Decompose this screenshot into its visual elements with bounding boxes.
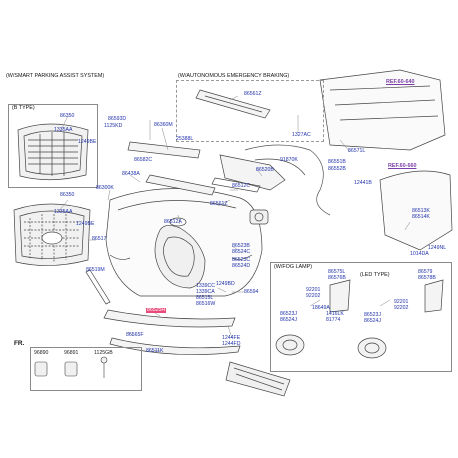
aeb-title: (W/AUTONOMOUS EMERGENCY BRAKING) <box>178 73 290 79</box>
fog-lamp-title: (W/FOG LAMP) <box>274 264 313 270</box>
part-86524j-label-2[interactable]: 86524J <box>364 318 382 324</box>
part-86519m-label[interactable]: 86519M <box>86 267 105 273</box>
legend-code-96891: 96891 <box>64 350 79 356</box>
legend-code-96890: 96890 <box>34 350 49 356</box>
part-1249be-label-2[interactable]: 1249BE <box>76 221 95 227</box>
grille-b-type-illustration <box>17 123 89 181</box>
part-92202-label[interactable]: 92202 <box>306 293 321 299</box>
fog-lamp-frame <box>270 262 452 372</box>
part-92201-label[interactable]: 92201 <box>306 287 321 293</box>
part-86517-label[interactable]: 86517 <box>92 236 107 242</box>
legend-table-frame <box>30 347 142 391</box>
part-86300k-label[interactable]: 86300K <box>96 185 114 191</box>
part-86551b-label[interactable]: 86551B <box>328 159 346 165</box>
part-18649a-label[interactable]: 18649A <box>312 305 330 311</box>
fog-lamp-illustration <box>275 279 351 356</box>
part-1244fe-label[interactable]: 1244FE <box>222 335 241 341</box>
b-type-frame <box>8 104 98 188</box>
part-86561z-label[interactable]: 86561Z <box>244 91 262 97</box>
part-86594-label[interactable]: 86594 <box>244 289 259 295</box>
parking-sensor-illustration <box>249 209 269 225</box>
part-86516w-label[interactable]: 86516W <box>196 301 216 307</box>
direction-label: FR. <box>14 340 25 347</box>
part-86515l-label[interactable]: 86515L <box>196 295 214 301</box>
part-86523j-label[interactable]: 86523J <box>280 311 298 317</box>
part-86523b-label[interactable]: 86523B <box>232 243 250 249</box>
part-1339cc-label[interactable]: 1339CC <box>196 283 216 289</box>
part-91870k-label[interactable]: 91870K <box>280 157 298 163</box>
part-86523j-label-2[interactable]: 86523J <box>364 312 382 318</box>
part-1249nl-label[interactable]: 1249NL <box>428 245 447 251</box>
part-86578b-label[interactable]: 86578B <box>418 275 436 281</box>
part-1339ca-label[interactable]: 1339CA <box>196 289 215 295</box>
smart-parking-title: (W/SMART PARKING ASSIST SYSTEM) <box>6 73 105 79</box>
part-86523c-label[interactable]: 86523C <box>232 257 251 263</box>
front-bumper-illustration <box>105 188 263 297</box>
lower-grille-illustration <box>225 361 291 397</box>
part-1249bd-label[interactable]: 1249BD <box>216 281 235 287</box>
part-86350-label-2[interactable]: 86350 <box>60 192 75 198</box>
aeb-frame <box>176 80 324 142</box>
part-86350-label[interactable]: 86350 <box>60 113 75 119</box>
legend-parts-illustration <box>34 356 108 378</box>
part-86576b-label[interactable]: 86576B <box>328 275 346 281</box>
part-1249be-label[interactable]: 1249BE <box>78 139 97 145</box>
part-1327ac-label[interactable]: 1327AC <box>292 132 311 138</box>
part-86360m-label[interactable]: 86360M <box>154 122 173 128</box>
part-81774-label[interactable]: 81774 <box>326 317 341 323</box>
part-1125kd-label[interactable]: 1125KD <box>104 123 123 129</box>
part-1416lk-label[interactable]: 1416LK <box>326 311 344 317</box>
part-86524c-label[interactable]: 86524C <box>232 249 251 255</box>
part-86514k-label[interactable]: 86514K <box>412 214 430 220</box>
ref-60-640-link[interactable]: REF.60-640 <box>386 79 415 85</box>
part-86579-label[interactable]: 86579 <box>418 269 433 275</box>
part-86512c-label[interactable]: 86512C <box>232 183 251 189</box>
part-86511k-label[interactable]: 86511K <box>146 348 164 354</box>
part-86571l-label[interactable]: 86571L <box>348 148 366 154</box>
part-1244fd-label[interactable]: 1244FD <box>222 341 241 347</box>
upper-bracket-illustration <box>127 141 286 196</box>
vehicle-body-illustration <box>319 69 453 251</box>
part-86520b-label[interactable]: 86520B <box>256 167 274 173</box>
grille-illustration <box>13 203 91 266</box>
part-86565f-label[interactable]: 86565F <box>126 332 144 338</box>
part-12441b-label[interactable]: 12441B <box>354 180 372 186</box>
part-92201-label-2[interactable]: 92201 <box>394 299 409 305</box>
part-1335aa-label[interactable]: 1335AA <box>54 127 73 133</box>
part-86438a-label[interactable]: 86438A <box>122 171 140 177</box>
part-92202-label-2[interactable]: 92202 <box>394 305 409 311</box>
wiring-harness-illustration <box>244 144 331 216</box>
part-86575l-label[interactable]: 86575L <box>328 269 346 275</box>
part-86561z-label-2[interactable]: 86561Z <box>210 201 228 207</box>
part-86524j-label[interactable]: 86524J <box>280 317 298 323</box>
part-86525h-label[interactable]: 86525H <box>146 307 167 314</box>
aeb-cover-illustration <box>195 89 271 119</box>
led-fog-lamp-illustration <box>357 279 444 359</box>
part-86513k-label[interactable]: 86513K <box>412 208 430 214</box>
part-86552b-label[interactable]: 86552B <box>328 166 346 172</box>
ref-60-660-link[interactable]: REF.60-660 <box>388 163 417 169</box>
b-type-title: (B TYPE) <box>12 105 35 111</box>
part-86524d-label[interactable]: 86524D <box>232 263 251 269</box>
part-1335aa-label-2[interactable]: 1335AA <box>54 209 73 215</box>
part-86593d-label[interactable]: 86593D <box>108 116 127 122</box>
part-86582c-label[interactable]: 86582C <box>134 157 153 163</box>
part-1014da-label[interactable]: 1014DA <box>410 251 429 257</box>
legend-code-1125gb: 1125GB <box>94 350 113 356</box>
led-type-title: (LED TYPE) <box>360 272 390 278</box>
lower-lip-illustration <box>85 269 241 356</box>
part-86512a-label[interactable]: 86512A <box>164 219 182 225</box>
part-25388l-label[interactable]: 25388L <box>176 136 194 142</box>
